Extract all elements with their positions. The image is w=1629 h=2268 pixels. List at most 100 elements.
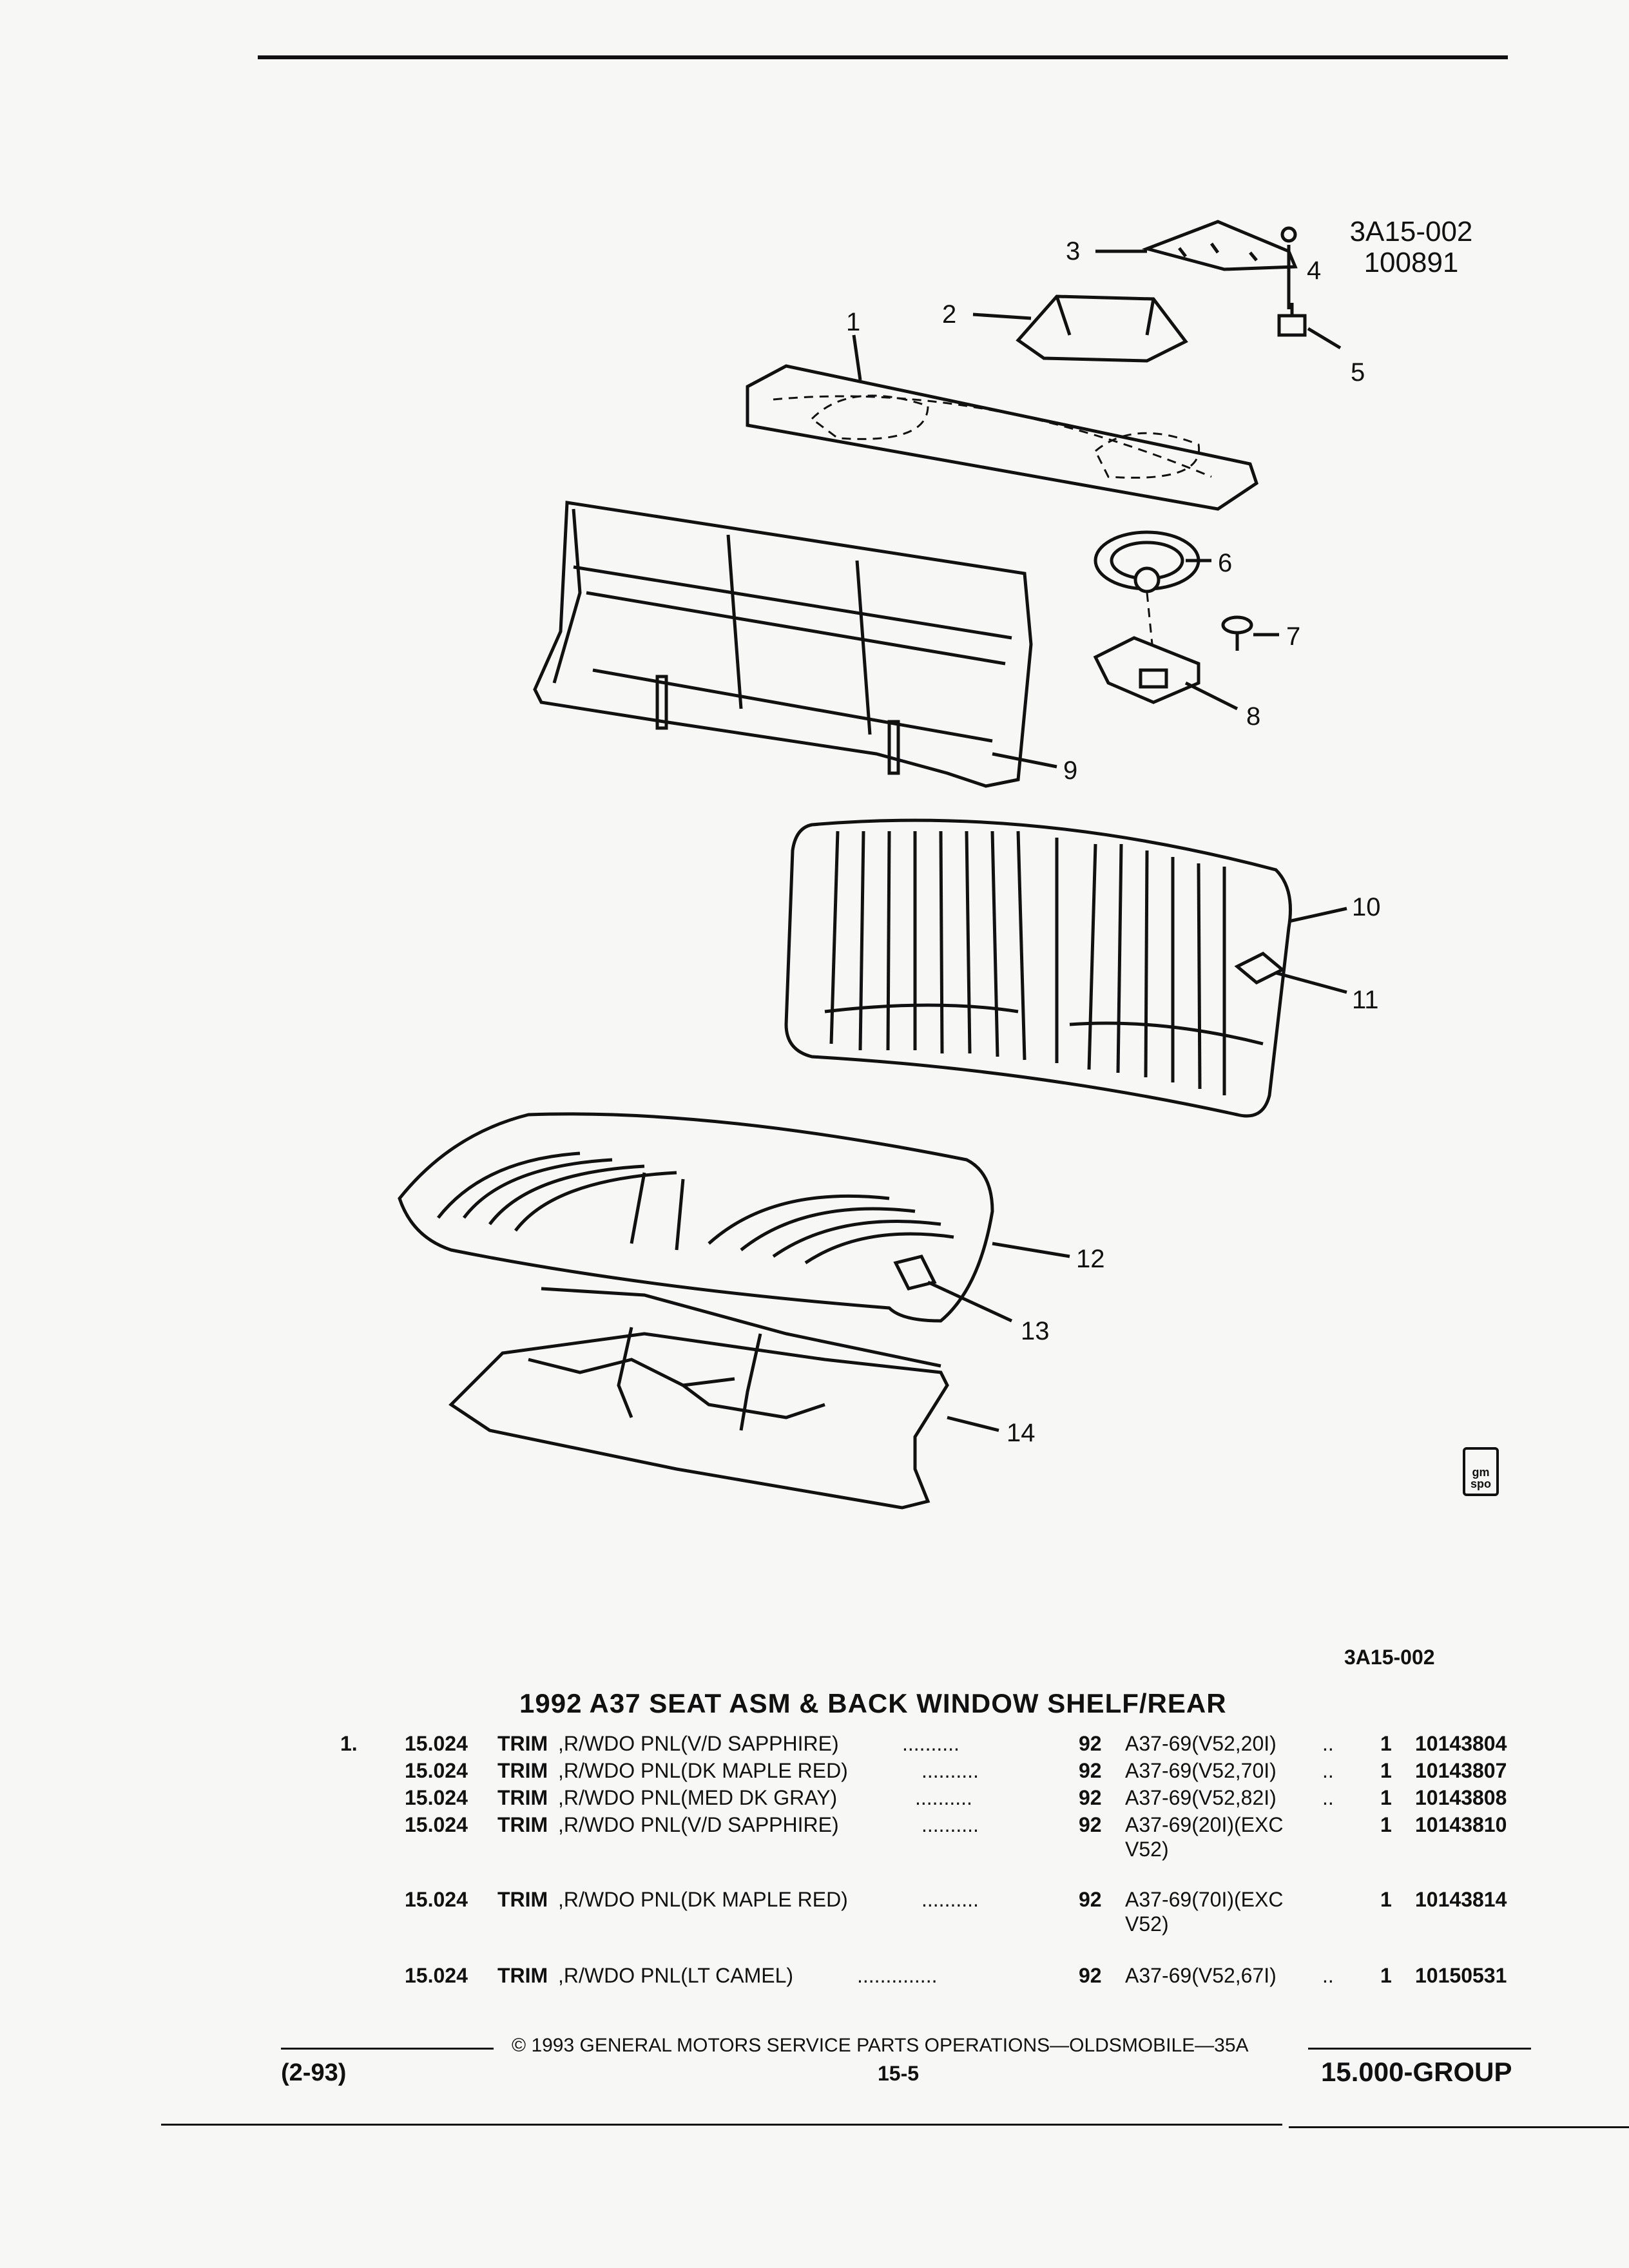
model-year: 92: [1079, 1759, 1102, 1782]
usage-dots: ..: [1322, 1964, 1334, 1987]
table-row: 15.024 TRIM ,R/WDO PNL(MED DK GRAY) ....…: [0, 1786, 1629, 1814]
usage: A37-69(V52,82I): [1125, 1786, 1277, 1809]
leader-dots: ..............: [857, 1964, 938, 1987]
gmspo-logo-icon: gm spo: [1463, 1447, 1499, 1496]
part-number: 10143814: [1415, 1888, 1507, 1911]
part-9-seat-back-frame: [533, 501, 1033, 788]
callout-14: 14: [1007, 1419, 1036, 1447]
leader-dots: ..........: [921, 1888, 979, 1911]
callout-13: 13: [1021, 1317, 1050, 1345]
part-5-clip: [1277, 303, 1307, 337]
callout-9: 9: [1063, 756, 1078, 785]
part-number: 10143808: [1415, 1786, 1507, 1809]
model-year: 92: [1079, 1732, 1102, 1755]
part-number: 10143804: [1415, 1732, 1507, 1755]
part-11-escutcheon: [1234, 952, 1286, 985]
quantity: 1: [1380, 1759, 1392, 1782]
table-row: 15.024 TRIM ,R/WDO PNL(LT CAMEL) .......…: [0, 1964, 1629, 1992]
callout-6: 6: [1218, 549, 1233, 577]
group-number: 15.024: [405, 1732, 468, 1755]
callout-7: 7: [1286, 622, 1301, 651]
part-description: ,R/WDO PNL(DK MAPLE RED): [558, 1759, 848, 1782]
part-name: TRIM: [497, 1732, 548, 1755]
quantity: 1: [1380, 1813, 1392, 1836]
leader-dots: ..........: [921, 1759, 979, 1782]
table-row: 15.024 TRIM ,R/WDO PNL(DK MAPLE RED) ...…: [0, 1759, 1629, 1787]
part-number: 10150531: [1415, 1964, 1507, 1987]
quantity: 1: [1380, 1964, 1392, 1987]
part-8-speaker-bracket: [1093, 636, 1200, 704]
part-name: TRIM: [497, 1759, 548, 1782]
table-row: 15.024 TRIM ,R/WDO PNL(DK MAPLE RED) ...…: [0, 1888, 1629, 1939]
part-name: TRIM: [497, 1964, 548, 1987]
group-number: 15.024: [405, 1888, 468, 1911]
part-name: TRIM: [497, 1888, 548, 1911]
part-4-nut: [1280, 226, 1297, 243]
part-description: ,R/WDO PNL(DK MAPLE RED): [558, 1888, 848, 1911]
usage-dots: ..: [1322, 1759, 1334, 1782]
model-year: 92: [1079, 1964, 1102, 1987]
part-description: ,R/WDO PNL(MED DK GRAY): [558, 1786, 838, 1809]
callout-8: 8: [1246, 702, 1261, 731]
usage-continued: V52): [1125, 1912, 1169, 1936]
part-name: TRIM: [497, 1786, 548, 1809]
caption-code: 3A15-002: [1344, 1646, 1435, 1669]
part-3-bracket: [1141, 220, 1298, 271]
leader-dots: ..........: [921, 1813, 979, 1836]
part-1-window-shelf: [746, 364, 1258, 511]
part-6-speaker: [1094, 530, 1200, 593]
usage-continued: V52): [1125, 1838, 1169, 1861]
section-title: 1992 A37 SEAT ASM & BACK WINDOW SHELF/RE…: [519, 1688, 1227, 1718]
footer-rule-right: [1308, 2048, 1531, 2050]
page-number: 15-5: [878, 2062, 920, 2085]
leader-dots: ..........: [902, 1732, 959, 1755]
usage-dots: ..: [1322, 1732, 1334, 1755]
part-number: 10143807: [1415, 1759, 1507, 1782]
group-number: 15.024: [405, 1964, 468, 1987]
group-number: 15.024: [405, 1786, 468, 1809]
model-year: 92: [1079, 1786, 1102, 1809]
part-description: ,R/WDO PNL(V/D SAPPHIRE): [558, 1813, 839, 1836]
callout-5: 5: [1351, 358, 1365, 387]
part-10-seat-back-cushion: [784, 818, 1292, 1118]
group-number: 15.024: [405, 1759, 468, 1782]
model-year: 92: [1079, 1888, 1102, 1911]
part-7-screw: [1221, 615, 1253, 651]
group-label: 15.000-GROUP: [1321, 2057, 1512, 2087]
callout-3: 3: [1066, 237, 1081, 265]
illustration-date: 100891: [1364, 247, 1459, 278]
illustration-code-block: 3A15-002 100891: [1334, 216, 1489, 278]
quantity: 1: [1380, 1888, 1392, 1911]
part-name: TRIM: [497, 1813, 548, 1836]
revision-date: (2-93): [281, 2059, 347, 2086]
part-2-cover: [1016, 294, 1188, 363]
part-description: ,R/WDO PNL(V/D SAPPHIRE): [558, 1732, 839, 1755]
illustration-code: 3A15-002: [1349, 216, 1473, 247]
usage: A37-69(V52,67I): [1125, 1964, 1277, 1987]
usage: A37-69(70I)(EXC: [1125, 1888, 1284, 1911]
ref-number: 1.: [340, 1732, 358, 1755]
quantity: 1: [1380, 1786, 1392, 1809]
model-year: 92: [1079, 1813, 1102, 1836]
part-13-escutcheon: [893, 1254, 937, 1291]
bottom-rule-right: [1289, 2126, 1629, 2128]
callout-12: 12: [1076, 1245, 1105, 1273]
part-12-seat-cushion: [398, 1112, 994, 1323]
usage: A37-69(V52,20I): [1125, 1732, 1277, 1755]
callout-2: 2: [942, 300, 957, 329]
leader-lines: [852, 249, 1347, 1432]
gmspo-logo-text: gm spo: [1470, 1466, 1491, 1490]
callout-10: 10: [1352, 893, 1381, 921]
exploded-parts-diagram: [398, 220, 1347, 1510]
part-number: 10143810: [1415, 1813, 1507, 1836]
table-row: 1. 15.024 TRIM ,R/WDO PNL(V/D SAPPHIRE) …: [0, 1732, 1629, 1760]
table-row: 15.024 TRIM ,R/WDO PNL(V/D SAPPHIRE) ...…: [0, 1813, 1629, 1865]
footer-rule-left: [281, 2048, 494, 2050]
usage: A37-69(V52,70I): [1125, 1759, 1277, 1782]
callout-11: 11: [1352, 986, 1379, 1014]
usage-dots: ..: [1322, 1786, 1334, 1809]
part-14-seat-cushion-frame: [448, 1287, 949, 1510]
leader-dots: ..........: [915, 1786, 972, 1809]
part-description: ,R/WDO PNL(LT CAMEL): [558, 1964, 794, 1987]
usage: A37-69(20I)(EXC: [1125, 1813, 1284, 1836]
